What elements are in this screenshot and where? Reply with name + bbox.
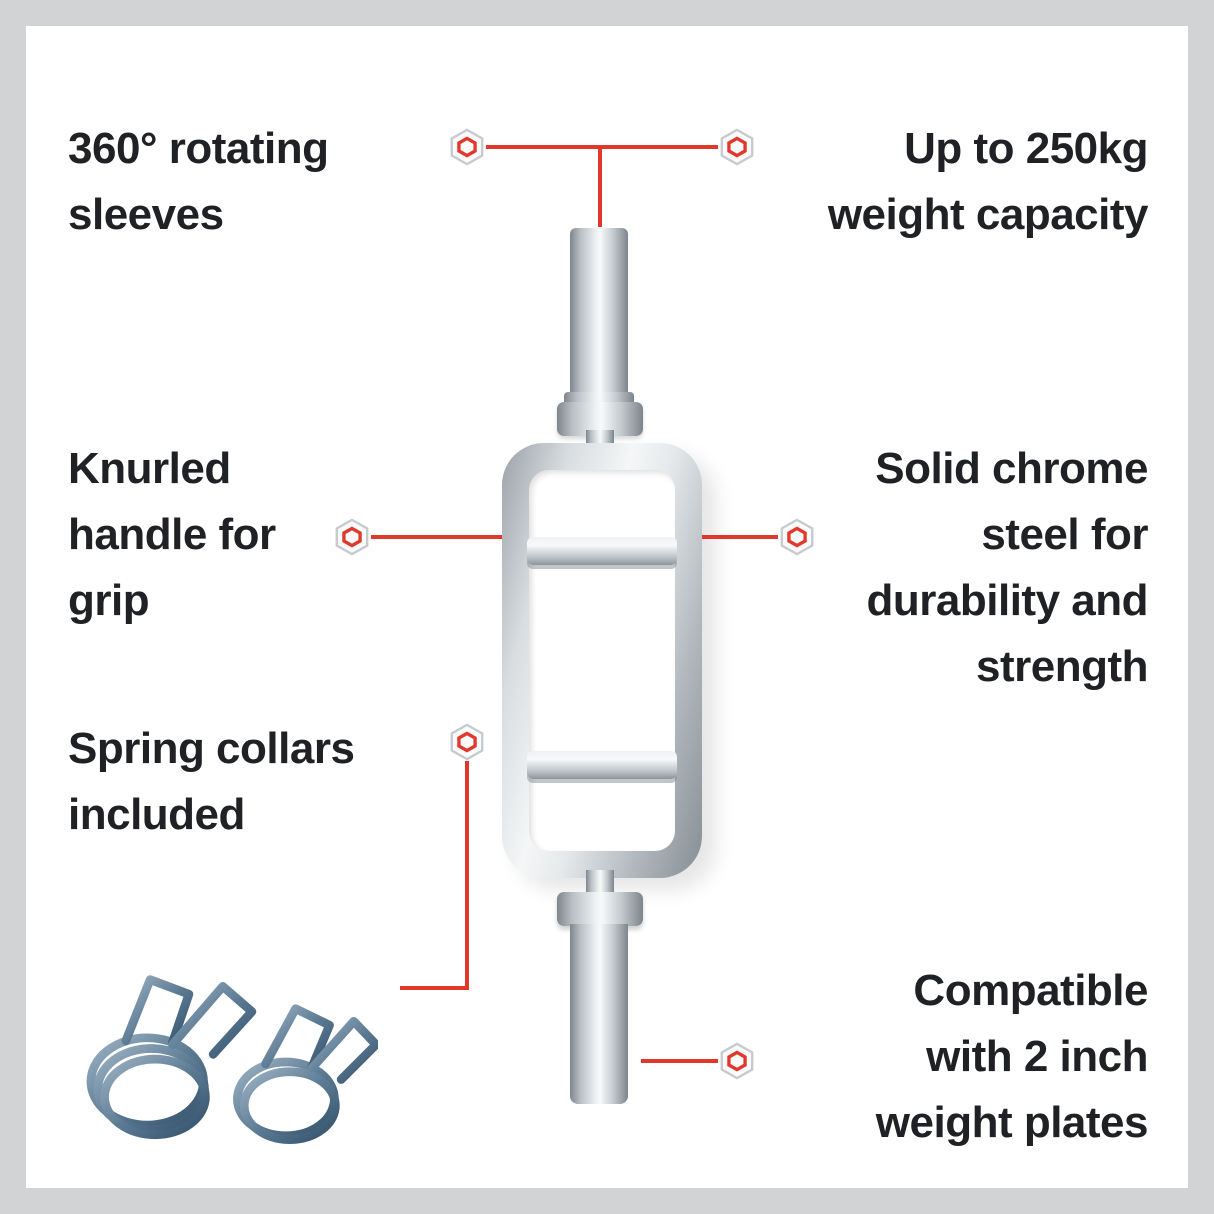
bottom-sleeve xyxy=(570,924,628,1104)
lower-handle-crossbar xyxy=(527,751,677,779)
hex-nut-icon xyxy=(335,518,369,556)
top-sleeve xyxy=(570,228,628,398)
connector-knurled xyxy=(371,535,502,539)
callout-rotating-sleeves: 360° rotating sleeves xyxy=(68,124,329,239)
callout-plate-compat: Compatible with 2 inch weight plates xyxy=(875,966,1149,1147)
upper-handle-crossbar xyxy=(527,537,677,565)
hex-nut-icon xyxy=(720,128,754,166)
bar-frame-inner xyxy=(529,470,675,851)
connector-top-drop xyxy=(598,147,602,227)
connector-collars-drop xyxy=(465,761,469,990)
spring-collars-image xyxy=(86,975,378,1144)
bar-frame xyxy=(502,443,702,878)
hex-nut-icon xyxy=(780,518,814,556)
hex-nut-icon xyxy=(450,723,484,761)
connector-collars xyxy=(400,986,469,990)
connector-plates xyxy=(641,1059,718,1063)
hex-nut-icon xyxy=(450,128,484,166)
bottom-collar xyxy=(557,892,643,926)
callout-knurled-handle: Knurled handle for grip xyxy=(68,444,276,625)
connector-top xyxy=(486,145,718,149)
callout-spring-collars: Spring collars included xyxy=(68,724,355,839)
callout-chrome-steel: Solid chrome steel for durability and st… xyxy=(866,444,1149,691)
connector-chrome xyxy=(702,535,778,539)
callout-weight-capacity: Up to 250kg weight capacity xyxy=(827,124,1149,239)
hex-nut-icon xyxy=(720,1042,754,1080)
